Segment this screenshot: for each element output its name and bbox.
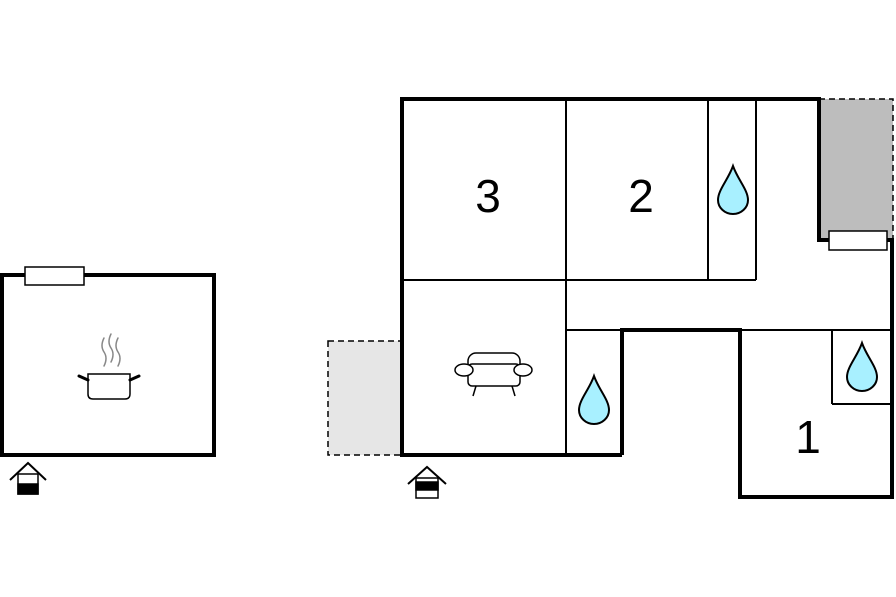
terrace-left — [327, 340, 403, 456]
kitchen-building — [0, 266, 216, 495]
window-icon — [828, 230, 888, 251]
sofa-icon — [454, 352, 533, 397]
water-drop-icon — [716, 163, 750, 215]
main-building: 3 2 1 — [327, 97, 894, 499]
entrance-house-icon — [407, 465, 447, 499]
interior-walls — [402, 99, 892, 455]
water-drop-icon — [577, 373, 611, 425]
entrance-house-icon — [9, 461, 47, 495]
water-drop-icon — [845, 340, 879, 392]
terrace-right — [818, 98, 894, 241]
room-number-2: 2 — [628, 170, 654, 222]
room-number-3: 3 — [475, 170, 501, 222]
window-icon — [24, 266, 85, 286]
cooking-pot-icon — [77, 333, 141, 400]
room-number-1: 1 — [795, 411, 821, 463]
exterior-walls — [400, 97, 894, 499]
kitchen-outline — [0, 273, 216, 457]
